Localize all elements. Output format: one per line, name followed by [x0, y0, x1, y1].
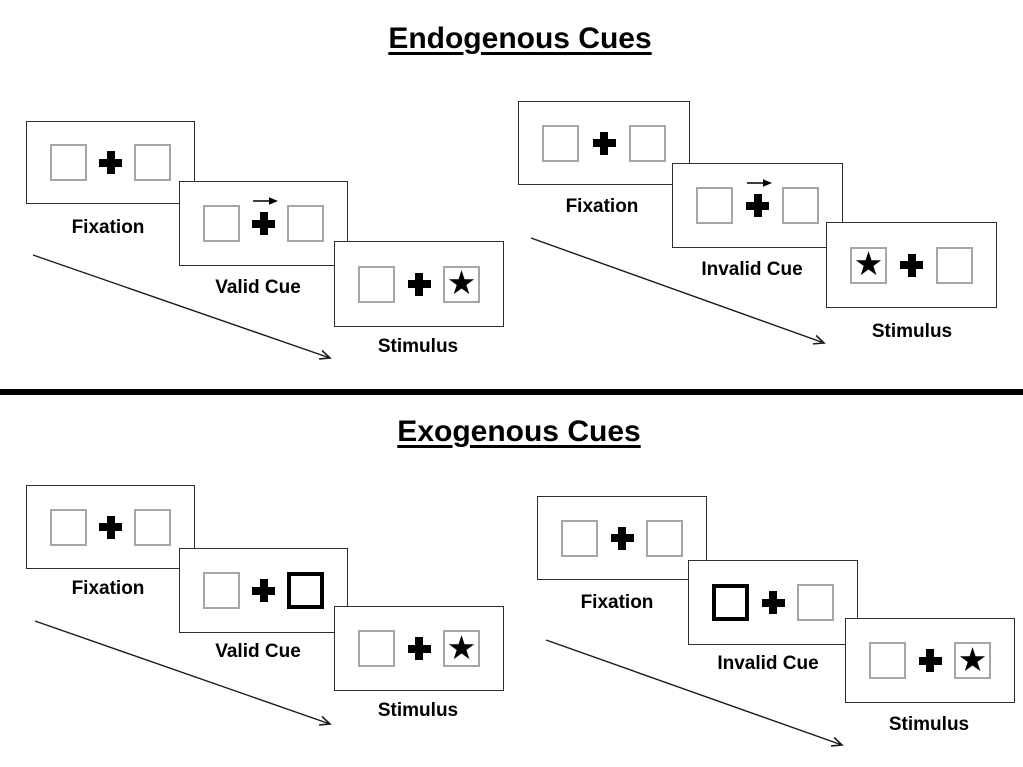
right-placeholder-box	[134, 144, 171, 181]
left-placeholder-box	[696, 187, 733, 224]
fixation-cross-icon	[918, 649, 942, 672]
fixation-label: Fixation	[565, 196, 639, 217]
stimulus-panel: ★	[334, 606, 504, 691]
stimulus-panel: ★	[826, 222, 997, 308]
stimulus-label: Stimulus	[377, 336, 459, 357]
exogenous-section-title: Exogenous Cues	[397, 415, 641, 448]
timeline-arrow-exogenous-valid	[34, 620, 332, 726]
right-placeholder-box	[782, 187, 819, 224]
star-stimulus-box: ★	[443, 630, 480, 667]
cue-right-arrow-icon	[747, 179, 772, 187]
fixation-cross-icon	[610, 526, 634, 550]
fixation-label: Fixation	[580, 592, 654, 613]
star-stimulus-box: ★	[850, 246, 887, 284]
fixation-cross-icon	[592, 131, 616, 155]
right-placeholder-box	[629, 124, 666, 162]
fixation-cross-icon	[252, 197, 278, 235]
left-placeholder-box	[561, 519, 598, 557]
fixation-cross-icon	[407, 272, 431, 296]
timeline-arrow-endogenous-valid	[32, 254, 332, 360]
fixation-cross-icon	[900, 253, 923, 277]
stimulus-label: Stimulus	[871, 321, 953, 342]
fixation-cross-icon	[99, 515, 122, 539]
left-placeholder-box	[50, 508, 87, 546]
left-placeholder-box	[358, 630, 395, 667]
left-placeholder-box	[358, 265, 395, 303]
left-placeholder-box	[203, 572, 240, 609]
valid-cue-panel	[179, 548, 348, 633]
fixation-panel	[26, 121, 195, 204]
fixation-panel	[537, 496, 707, 580]
star-stimulus-box: ★	[954, 642, 991, 679]
invalid-cue-label: Invalid Cue	[717, 653, 819, 674]
fixation-cross-icon	[252, 579, 275, 602]
left-placeholder-box	[869, 642, 906, 679]
fixation-label: Fixation	[71, 578, 145, 599]
fixation-cross-icon	[746, 179, 772, 217]
fixation-panel	[518, 101, 690, 185]
invalid-cue-label: Invalid Cue	[701, 259, 803, 280]
invalid-cue-panel	[688, 560, 858, 645]
invalid-cue-panel	[672, 163, 843, 248]
right-placeholder-box	[287, 205, 324, 242]
left-placeholder-box	[203, 205, 240, 242]
right-placeholder-box	[134, 508, 171, 546]
fixation-panel	[26, 485, 195, 569]
stimulus-panel: ★	[845, 618, 1015, 703]
fixation-label: Fixation	[71, 217, 145, 238]
section-divider	[0, 389, 1023, 395]
bold-cue-box	[287, 572, 324, 609]
right-placeholder-box	[797, 584, 834, 621]
fixation-cross-icon	[99, 151, 122, 174]
star-stimulus-box: ★	[443, 265, 480, 303]
fixation-cross-icon	[761, 591, 785, 614]
left-placeholder-box	[542, 124, 579, 162]
bold-cue-box	[712, 584, 749, 621]
right-placeholder-box	[646, 519, 683, 557]
stimulus-label: Stimulus	[377, 700, 459, 721]
fixation-cross-icon	[407, 637, 431, 660]
stimulus-label: Stimulus	[888, 714, 970, 735]
cue-right-arrow-icon	[253, 197, 278, 205]
valid-cue-panel	[179, 181, 348, 266]
left-placeholder-box	[50, 144, 87, 181]
timeline-arrow-endogenous-invalid	[530, 237, 826, 345]
valid-cue-label: Valid Cue	[215, 641, 301, 662]
right-placeholder-box	[936, 246, 973, 284]
endogenous-section-title: Endogenous Cues	[388, 22, 652, 55]
stimulus-panel: ★	[334, 241, 504, 327]
valid-cue-label: Valid Cue	[215, 277, 301, 298]
